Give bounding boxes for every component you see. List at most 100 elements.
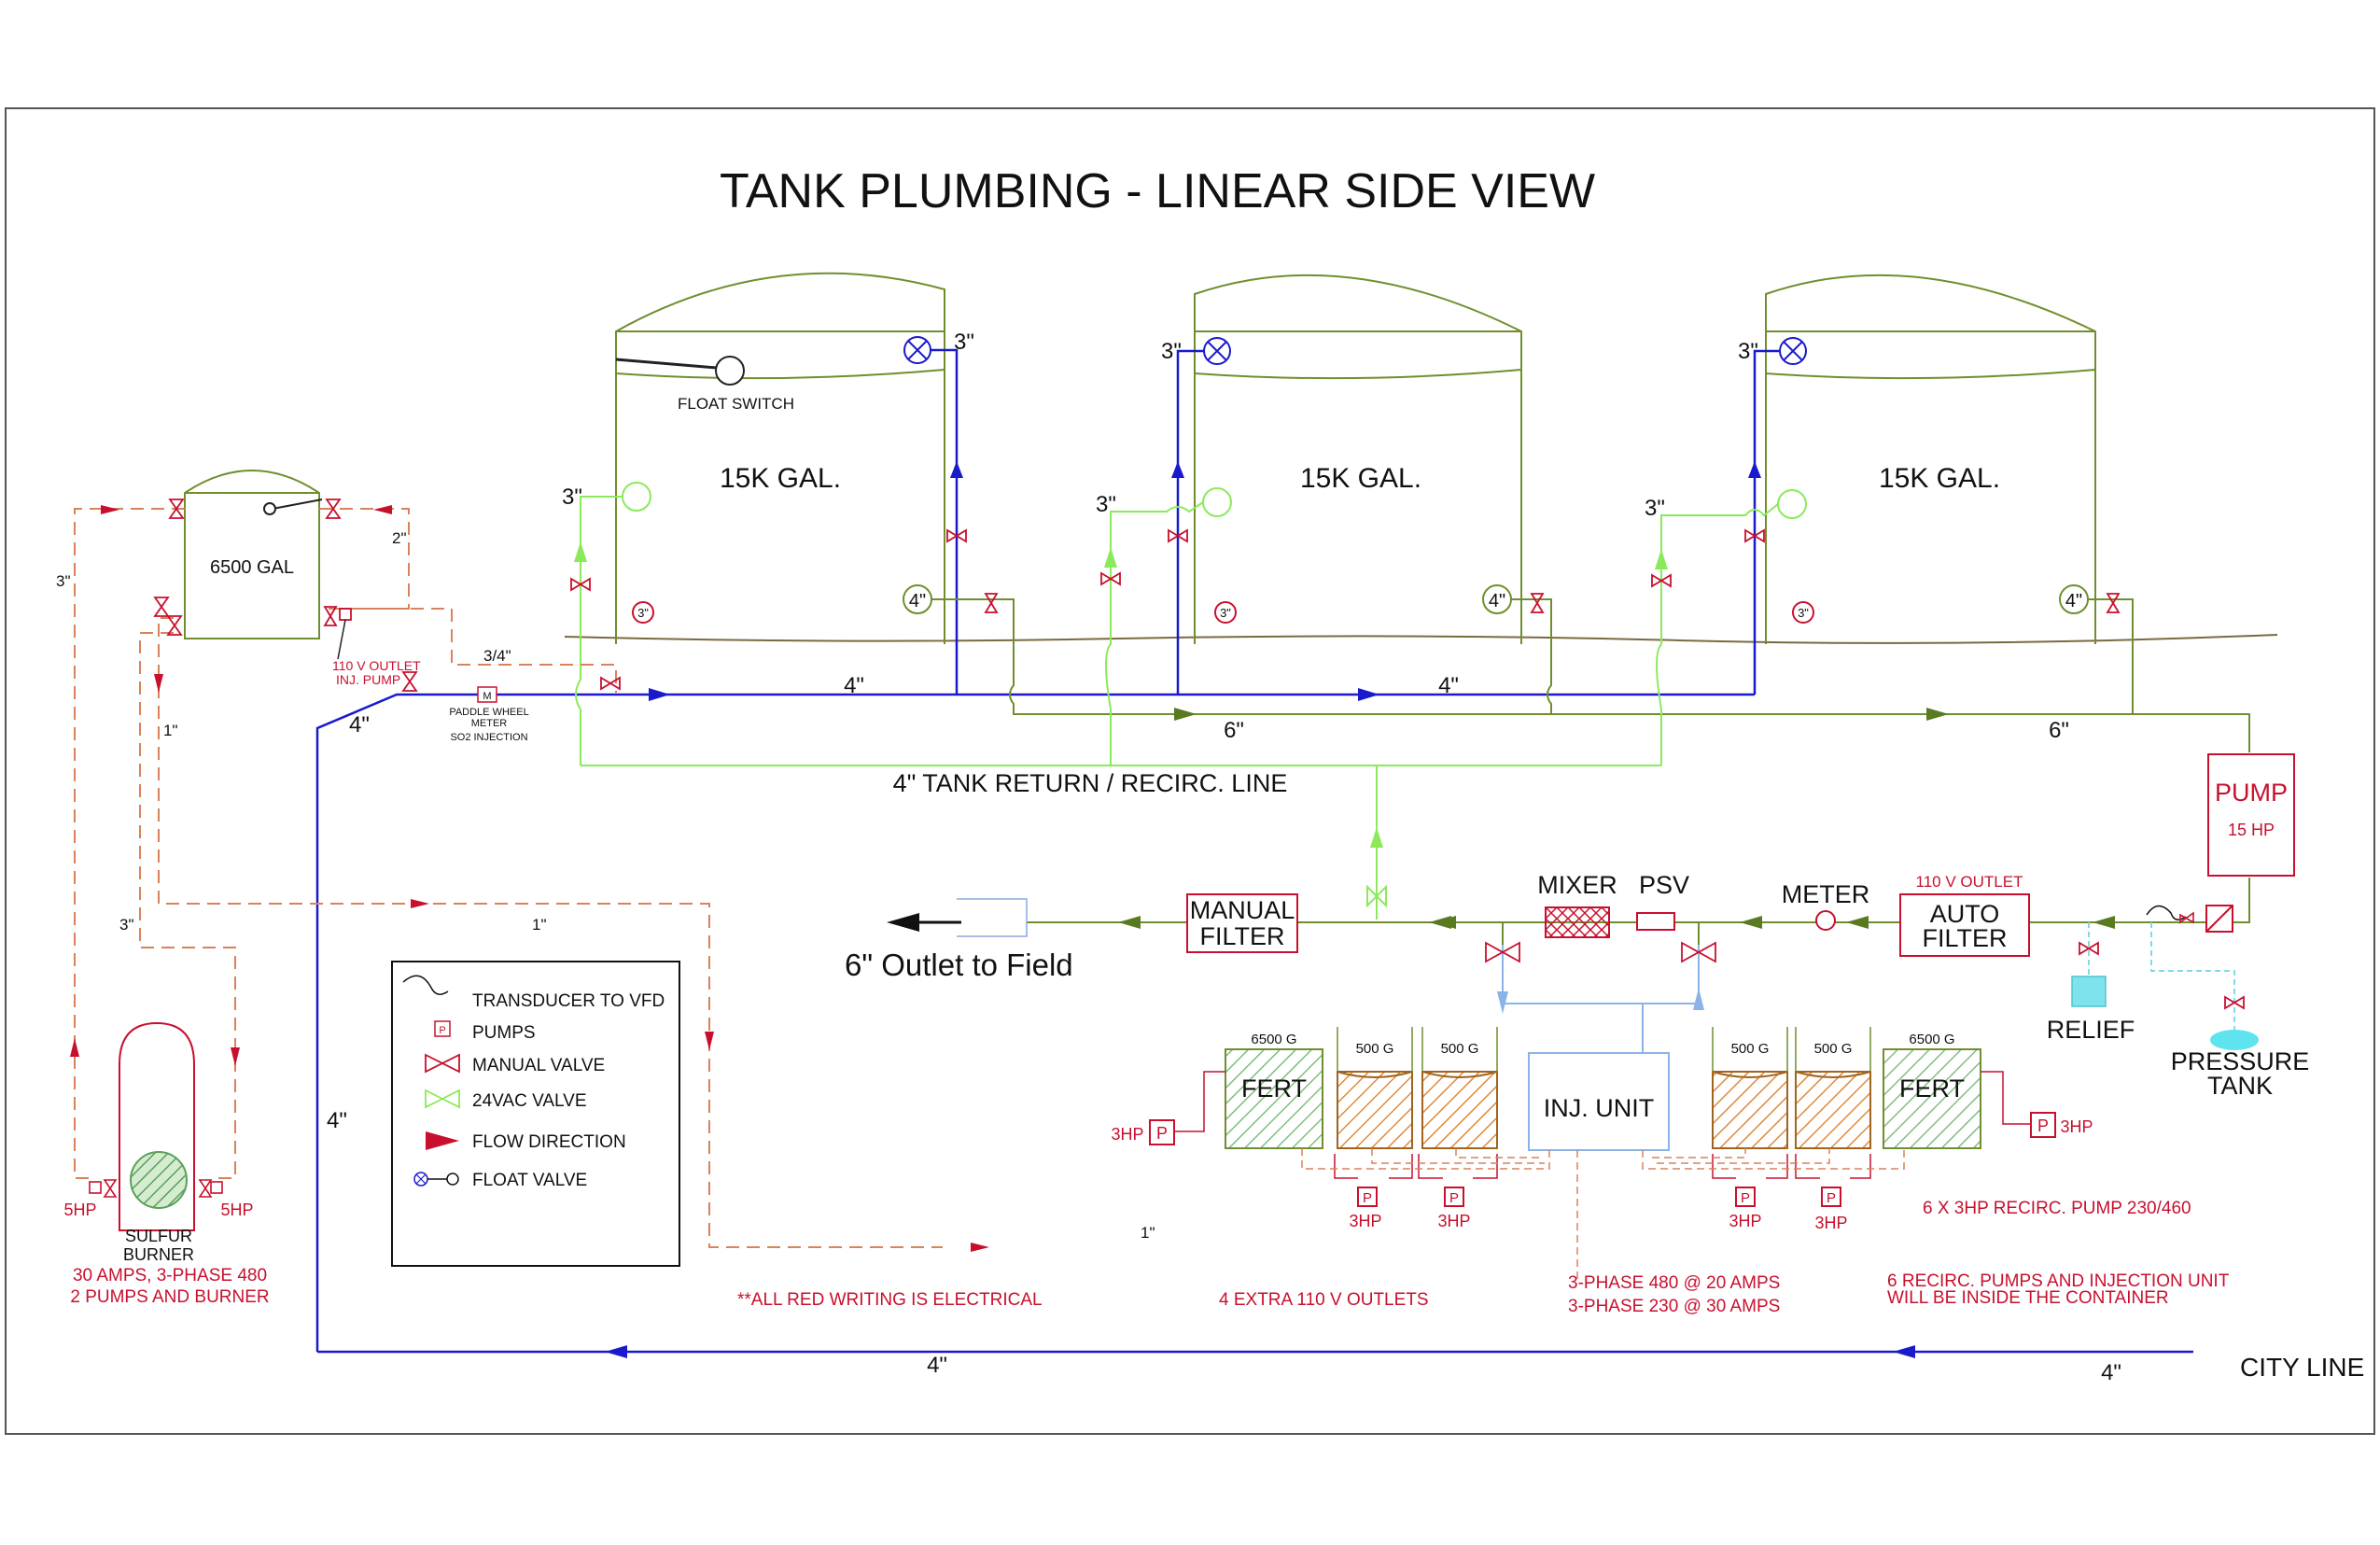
sheet-border (5, 107, 2375, 1435)
injection-feed-lines (1502, 945, 1700, 1053)
manual-filter-label: MANUAL (1190, 896, 1295, 924)
manual-valve-icon (103, 1179, 118, 1198)
drain-size: 3" (1798, 606, 1809, 620)
note-red-writing: **ALL RED WRITING IS ELECTRICAL (737, 1290, 1043, 1310)
legend-label: FLOW DIRECTION (472, 1132, 626, 1152)
legend-label: 24VAC VALVE (472, 1091, 587, 1111)
manual-valve-icon (1485, 941, 1520, 963)
pump-icon (1821, 1187, 1841, 1207)
note-extra-outlets: 4 EXTRA 110 V OUTLETS (1219, 1290, 1429, 1310)
pipe-label: 3" (56, 572, 71, 590)
manual-valve-icon (1168, 528, 1188, 543)
manual-valve-icon (401, 671, 418, 692)
pipe-label: 4" (327, 1108, 347, 1133)
tank-capacity: 15K GAL. (720, 463, 841, 494)
main-pump (2207, 753, 2295, 877)
pump-hp-label: 3HP (1729, 1212, 1761, 1230)
fert-capacity: 500 G (1814, 1041, 1853, 1057)
outlet-note: 110 V OUTLET (332, 658, 421, 673)
meter-label: METER (1782, 880, 1870, 908)
pipe-size-label: 3" (954, 330, 974, 355)
auto-filter-label: FILTER (1922, 924, 2007, 952)
mixer-label: MIXER (1537, 871, 1617, 899)
return-line-label: 4" TANK RETURN / RECIRC. LINE (893, 769, 1288, 797)
drain-markers (632, 601, 1814, 624)
meter-note: METER (471, 718, 508, 729)
pump-symbol: P (1449, 1190, 1459, 1206)
fert-capacity: 500 G (1356, 1041, 1394, 1057)
manual-valve-icon (600, 676, 621, 691)
float-valve-icon (1203, 337, 1231, 365)
manual-valve-icon (166, 615, 183, 636)
legend-label: TRANSDUCER TO VFD (472, 991, 665, 1011)
pipe-label: 1" (532, 916, 547, 934)
pipe-size-label: 3" (1096, 492, 1116, 517)
flow-arrow (950, 461, 963, 478)
psv (1636, 912, 1675, 931)
injection-unit-label: INJ. UNIT (1544, 1094, 1655, 1122)
burner-label: SULFUR (125, 1227, 192, 1245)
pipe-size-label: 3" (1645, 496, 1665, 521)
float-switch-icon (715, 356, 745, 386)
note-container: 6 RECIRC. PUMPS AND INJECTION UNIT (1887, 1271, 2230, 1291)
manual-valve-icon (325, 499, 342, 519)
24vac-valve-icon (1366, 884, 1387, 908)
auto-filter (1899, 893, 2030, 957)
flow-arrow (1846, 916, 1869, 929)
small-tank: 6500 GAL (184, 470, 323, 639)
pump-hp-label: 3HP (1111, 1125, 1143, 1144)
pump-icon (1149, 1119, 1175, 1145)
manual-valve-icon (153, 597, 170, 617)
flow-arrow (649, 688, 670, 701)
pipe-label: 4" (927, 1353, 947, 1378)
manual-valve-icon (1651, 573, 1672, 588)
flow-arrow (154, 674, 163, 693)
legend-box (391, 961, 680, 1267)
pump-icon (1357, 1187, 1378, 1207)
flow-arrow (231, 1047, 240, 1066)
flow-arrow (705, 1032, 714, 1050)
outlet-size: 4" (2065, 591, 2082, 611)
injection-tubes (1301, 1148, 1905, 1279)
flow-arrow (1171, 461, 1184, 478)
flow-arrow (1693, 988, 1704, 1010)
manual-valve-icon (323, 606, 338, 626)
manual-filter (1186, 893, 1298, 953)
pump-hp-label: 3HP (1814, 1214, 1847, 1232)
paddle-wheel-meter: M PADDLE WHEEL METER SO2 INJECTION (449, 686, 529, 743)
tank-2: 15K GAL. (1194, 274, 1522, 644)
fert-capacity: 6500 G (1251, 1032, 1296, 1047)
fert-capacity: 6500 G (1909, 1032, 1954, 1047)
flow-arrow (1893, 1345, 1915, 1358)
small-fert-tanks (1337, 1027, 1871, 1149)
so2-dashed-lines (74, 508, 943, 1248)
relief (2071, 922, 2107, 1007)
fert-tank-left: 6500 G FERT (1225, 1032, 1323, 1149)
pump-symbol: P (1741, 1190, 1750, 1206)
pipe-label: 6" (2049, 718, 2069, 743)
flow-arrow (574, 541, 587, 562)
fert-label: FERT (1899, 1074, 1965, 1103)
float-valve-icon (903, 336, 931, 364)
flow-arrow (1434, 916, 1456, 929)
pump-icon (2030, 1112, 2056, 1138)
pipe-label: 4" (2101, 1360, 2121, 1385)
pipe-label: 1" (163, 722, 178, 739)
meter-symbol: M (483, 691, 491, 702)
pump-symbol: P (1156, 1124, 1168, 1143)
pipe-label: 3/4" (483, 647, 511, 665)
pump-icon (89, 1181, 102, 1194)
pipe-label: 4" (1438, 673, 1459, 698)
note-phase-480: 3-PHASE 480 @ 20 AMPS (1568, 1273, 1780, 1293)
flow-arrow (971, 1243, 989, 1252)
float-valve-icon (413, 1172, 459, 1187)
flow-direction-icon (426, 1131, 459, 1150)
flow-arrow (1174, 708, 1197, 721)
small-tank-capacity: 6500 GAL (210, 557, 294, 578)
float-switch-arm (615, 358, 729, 371)
tank-inlet (622, 482, 651, 512)
pump-symbol: P (2037, 1117, 2049, 1135)
transducer-icon (402, 975, 449, 995)
manual-valve-icon (570, 577, 591, 592)
